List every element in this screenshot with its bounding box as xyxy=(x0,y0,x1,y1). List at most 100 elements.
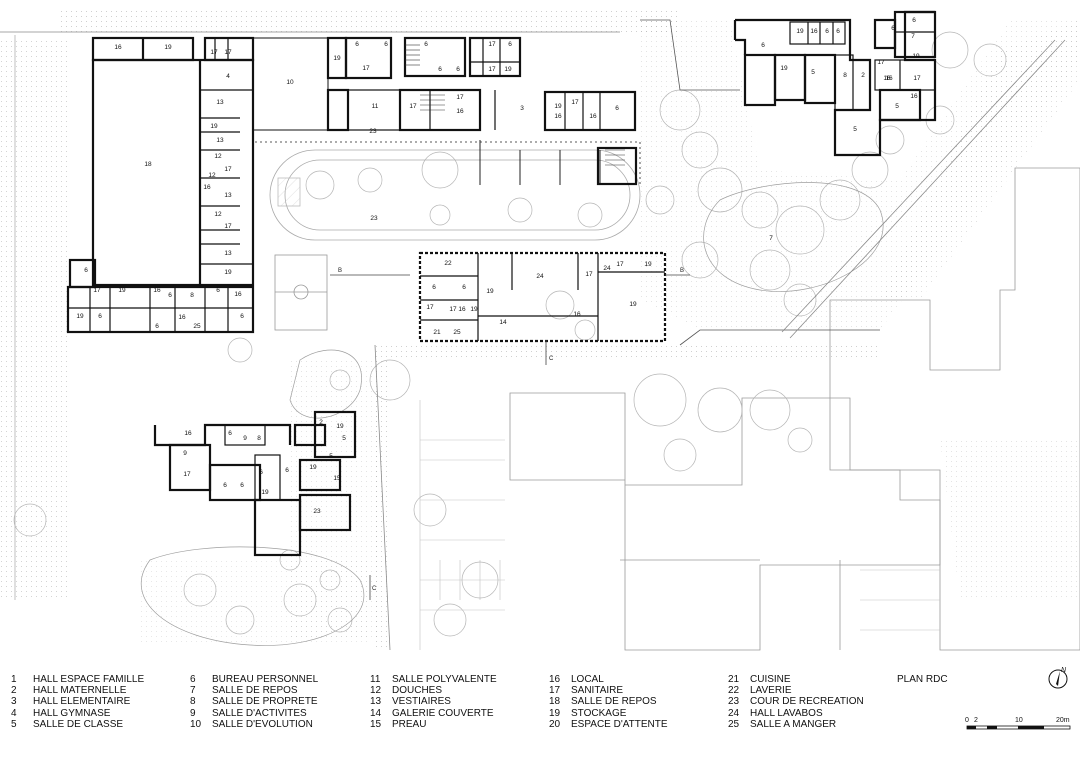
legend-number: 11 xyxy=(370,674,381,685)
room-number-label: 19 xyxy=(554,103,562,110)
room-number-label: 6 xyxy=(615,105,619,112)
room-number-label: 11 xyxy=(372,103,379,110)
legend-number: 16 xyxy=(549,674,561,685)
room-number-label: 6 xyxy=(438,66,442,73)
legend-number: 17 xyxy=(549,685,561,697)
room-number-label: 5 xyxy=(853,126,857,133)
legend-label: LOCAL xyxy=(571,674,604,685)
legend-number: 23 xyxy=(728,696,740,708)
room-number-label: 21 xyxy=(433,329,441,336)
room-number-label: 23 xyxy=(369,128,377,135)
room-number-label: 25 xyxy=(453,329,461,336)
room-number-label: 6 xyxy=(216,287,220,294)
room-number-label: 5 xyxy=(342,435,346,442)
room-number-label: 16 xyxy=(203,184,211,191)
legend-label: COUR DE RECREATION xyxy=(750,696,864,708)
room-number-label: 17 xyxy=(913,75,921,82)
section-marker-c-top: C xyxy=(549,356,554,362)
room-number-label: 17 xyxy=(224,223,232,230)
scale-tick-20m: 20m xyxy=(1056,717,1070,724)
room-number-label: 9 xyxy=(243,435,247,442)
room-number-label: 6 xyxy=(836,28,840,35)
legend-number: 14 xyxy=(370,707,382,719)
room-number-label: 6 xyxy=(432,284,436,291)
legend-label: HALL LAVABOS xyxy=(750,707,823,719)
room-number-label: 5 xyxy=(811,69,815,76)
room-number-label: 6 xyxy=(223,482,227,489)
room-number-label: 17 xyxy=(426,304,434,311)
room-number-label: 17 xyxy=(362,65,370,72)
room-number-label: 16 xyxy=(589,113,597,120)
room-number-label: 9 xyxy=(183,450,187,457)
room-number-label: 25 xyxy=(193,323,201,330)
room-number-label: 24 xyxy=(603,265,611,272)
legend-number: 19 xyxy=(549,707,561,719)
neighbor-buildings xyxy=(509,167,1080,651)
legend-number: 18 xyxy=(549,696,561,708)
legend-number: 21 xyxy=(728,674,740,685)
room-number-label: 16 xyxy=(456,108,464,115)
section-marker-b-right: B xyxy=(680,268,684,274)
room-number-label: 19 xyxy=(629,301,637,308)
legend-label: SALLE DE PROPRETE xyxy=(212,696,318,708)
room-number-label: 8 xyxy=(843,72,847,79)
legend-number: 6 xyxy=(190,674,196,685)
room-number-label: 16 xyxy=(184,430,192,437)
legend-number: 2 xyxy=(11,685,17,697)
legend-label: HALL GYMNASE xyxy=(33,707,111,719)
room-number-label: 22 xyxy=(444,260,452,267)
room-number-label: 10 xyxy=(286,79,294,86)
legend-number: 15 xyxy=(370,718,382,730)
room-number-label: 17 xyxy=(449,306,457,313)
room-number-label: 6 xyxy=(98,313,102,320)
sports-field xyxy=(274,254,328,331)
room-number-label: 17 xyxy=(93,287,101,294)
room-number-label: 17 xyxy=(224,49,232,56)
room-number-label: 6 xyxy=(508,41,512,48)
room-number-label: 17 xyxy=(571,99,579,106)
trees xyxy=(13,31,1007,637)
legend-item: 14 GALERIE COUVERTE xyxy=(370,708,497,719)
room-number-label: 13 xyxy=(224,192,232,199)
room-number-label: 6 xyxy=(355,41,359,48)
legend-label: GALERIE COUVERTE xyxy=(392,707,494,719)
room-number-label: 17 xyxy=(488,41,496,48)
legend-number: 5 xyxy=(11,718,17,730)
room-number-label: 19 xyxy=(912,53,920,60)
room-number-label: 2 xyxy=(319,419,323,426)
legend-item: 23 COUR DE RECREATION xyxy=(728,696,864,707)
scale-tick-10: 10 xyxy=(1015,717,1023,724)
legend-number: 9 xyxy=(190,707,196,719)
room-number-label: 13 xyxy=(216,99,224,106)
room-number-label: 16 xyxy=(573,311,581,318)
legend-label: SALLE DE REPOS xyxy=(571,696,657,708)
room-number-label: 12 xyxy=(208,172,216,179)
plan-title: PLAN RDC xyxy=(897,674,948,685)
site-plan: B B C C 16191717410196176666176191711171… xyxy=(0,10,1080,651)
room-number-label: 23 xyxy=(370,215,378,222)
room-number-label: 17 xyxy=(183,471,191,478)
room-number-label: 12 xyxy=(214,211,222,218)
room-number-label: 6 xyxy=(891,25,895,32)
room-number-label: 23 xyxy=(313,508,321,515)
room-number-label: 17 xyxy=(488,66,496,73)
room-number-label: 19 xyxy=(336,423,344,430)
room-number-label: 16 xyxy=(883,75,891,82)
room-number-label: 19 xyxy=(261,489,269,496)
legend-number: 12 xyxy=(370,685,382,697)
room-number-label: 17 xyxy=(585,271,593,278)
room-number-label: 6 xyxy=(285,467,289,474)
room-number-label: 6 xyxy=(761,42,765,49)
